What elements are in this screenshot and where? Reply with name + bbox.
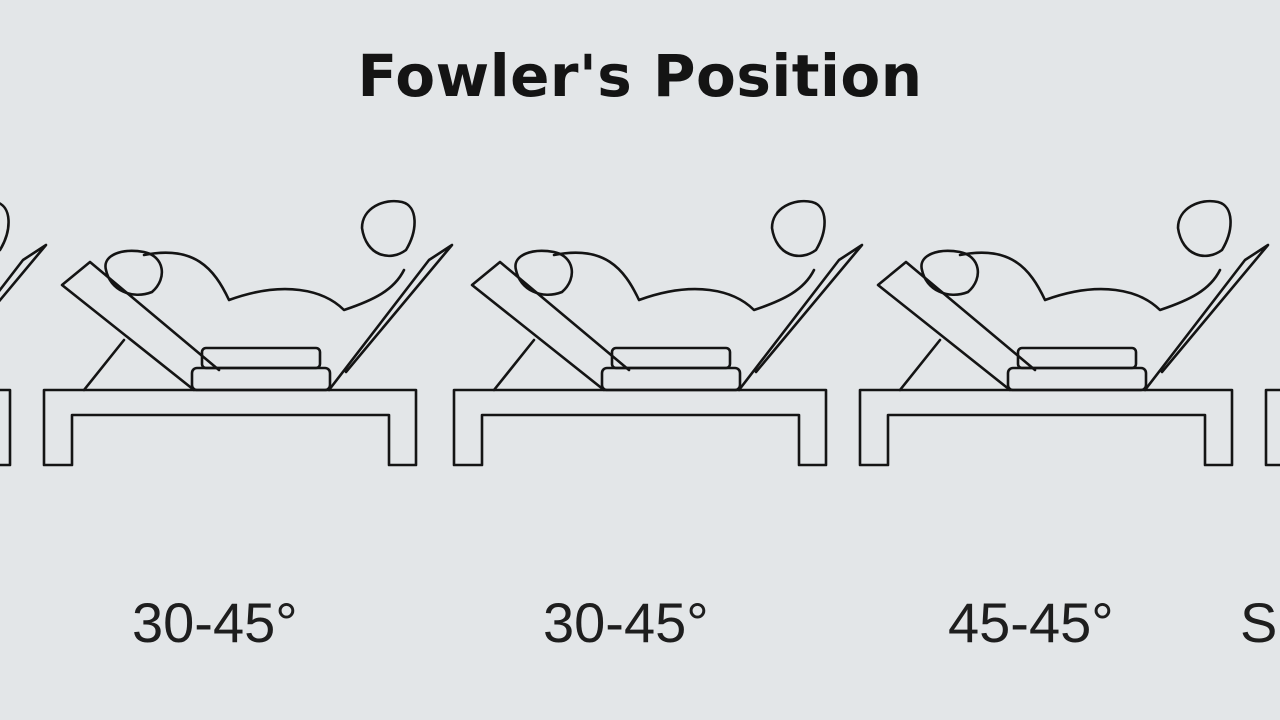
- bed-panel-4: [858, 199, 1270, 467]
- angle-label-4: S: [1240, 591, 1278, 654]
- angle-label-3: 45-45°: [948, 591, 1114, 654]
- bed-panel-5: [1264, 199, 1280, 467]
- angle-label-2: 30-45°: [543, 591, 709, 654]
- bed-panel-1: [0, 199, 48, 467]
- bed-panel-2: [42, 199, 454, 467]
- angle-label-1: 30-45°: [132, 591, 298, 654]
- diagram-title: Fowler's Position: [357, 42, 923, 110]
- bed-panel-3: [452, 199, 864, 467]
